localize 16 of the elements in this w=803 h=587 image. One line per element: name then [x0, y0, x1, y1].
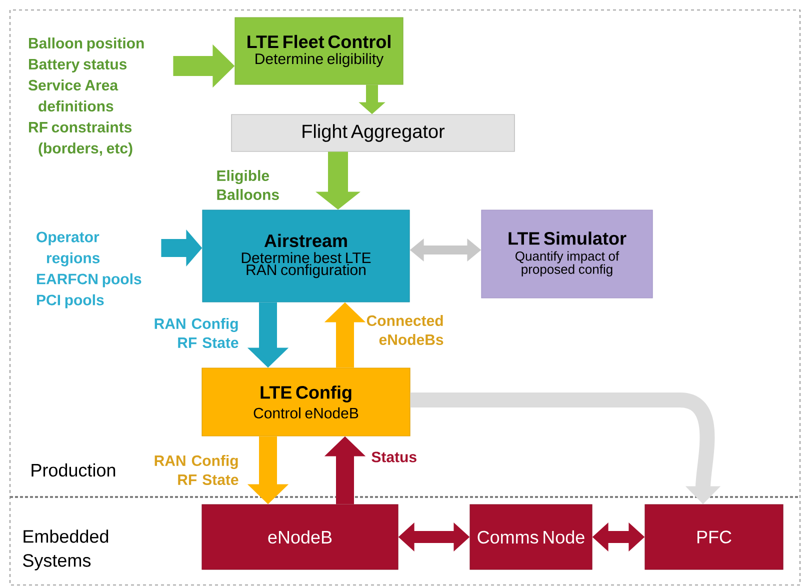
edge-label: Status [372, 452, 416, 462]
device-box: Comms Node [470, 504, 592, 570]
device-box: eNodeB [202, 504, 398, 570]
area-label: Production [32, 463, 116, 477]
edge-label: Eligible Balloons [217, 170, 279, 200]
device-box: PFC [644, 504, 784, 570]
input-list: Operator regions EARFCN pools PCI pools [36, 232, 142, 308]
process-box: Flight Aggregator [231, 114, 515, 152]
edge-label: RAN Config RF State [154, 455, 238, 485]
process-box: Airstream Determine best LTE RAN configuration [202, 210, 410, 302]
process-box: LTE Simulator Quantify impact of proposed config [481, 210, 653, 298]
area-label: Embedded Systems [23, 530, 108, 570]
edge-label: RAN Config RF State [154, 318, 238, 348]
process-box: LTE Config Control eNodeB [202, 368, 410, 436]
edge-label: Connected eNodeBs [366, 315, 444, 345]
input-list: Balloon position Battery status Service Area definitions RF constraints (borders, etc) [28, 38, 144, 156]
